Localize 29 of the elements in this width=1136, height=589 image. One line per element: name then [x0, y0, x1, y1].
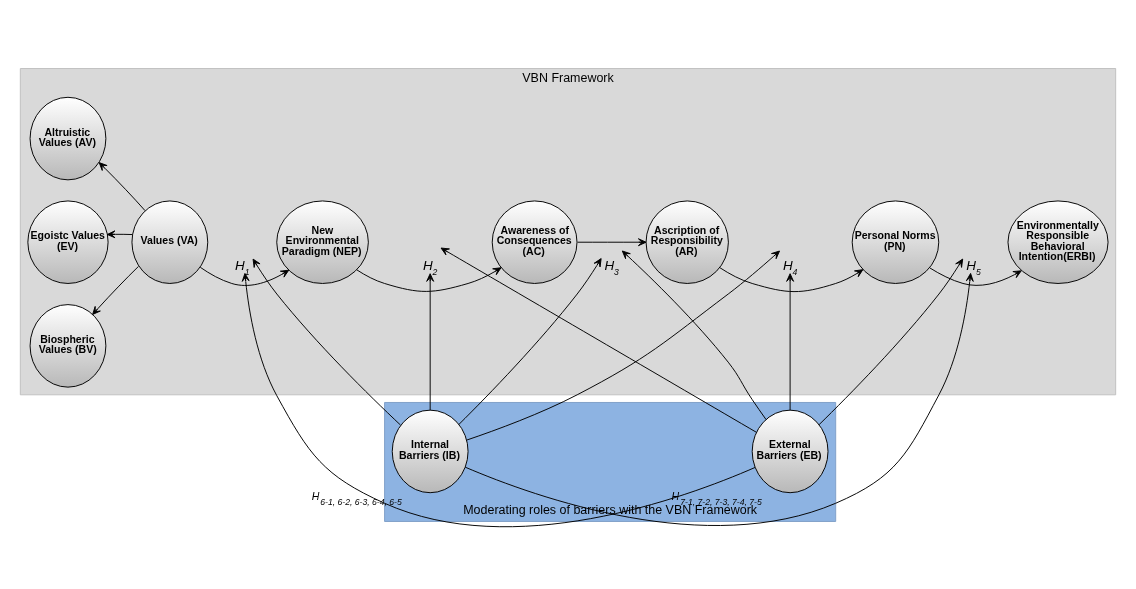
node-text: H$_{1}$ — [235, 257, 250, 277]
arrow — [241, 272, 756, 527]
node-circle: Egoistc Values (EV) — [27, 199, 109, 284]
arrow — [106, 229, 133, 238]
arrow — [464, 272, 974, 526]
arrow — [356, 266, 502, 292]
node-circle: Ascription of Responsibility (AR) — [645, 199, 729, 284]
arrow — [786, 272, 795, 411]
node-text: H$_{2}$ — [422, 257, 438, 277]
arrow — [92, 265, 140, 315]
node-ellipse: Environmentally Responsible Behavioral Intention(ERBI) — [1007, 199, 1109, 284]
node-text: H$_{5}$ — [966, 257, 981, 277]
arrow — [577, 237, 647, 246]
node-text: H$_{4}$ — [782, 257, 798, 277]
arrow — [621, 250, 767, 420]
node-circle: External Barriers (EB) — [751, 409, 829, 493]
node-text: H$_{3}$ — [604, 257, 619, 277]
arrow — [719, 266, 864, 292]
arrow — [440, 247, 757, 433]
arrow — [458, 257, 602, 425]
arrow — [252, 258, 401, 426]
arrow — [199, 266, 290, 286]
node-circle: Values (VA) — [131, 199, 209, 284]
arrow — [98, 161, 146, 211]
arrow — [818, 258, 964, 425]
arrow — [466, 250, 780, 440]
arrow — [426, 272, 435, 411]
arrow — [929, 267, 1022, 286]
node-circle: Internal Barriers (IB) — [391, 409, 469, 493]
